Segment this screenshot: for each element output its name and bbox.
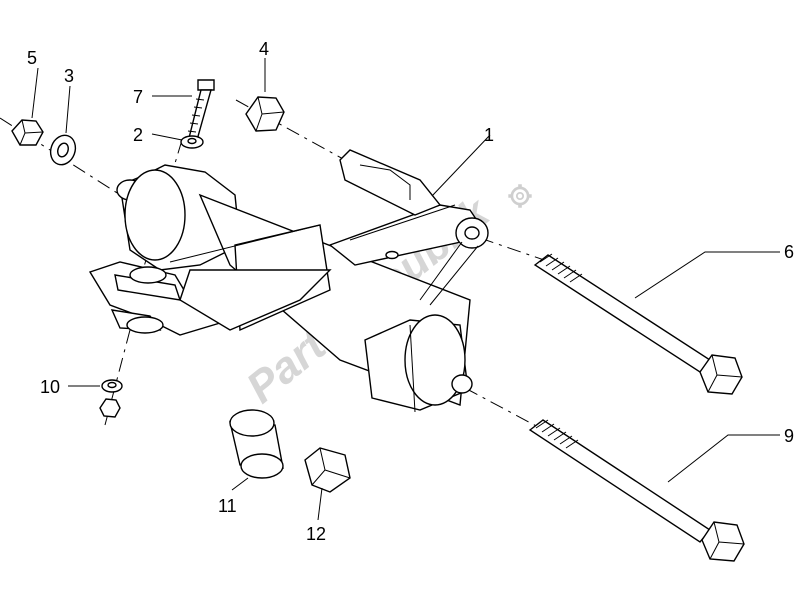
- part-7-bolt: [187, 79, 215, 141]
- callout-1: 1: [484, 125, 494, 145]
- part-2-washer: [180, 135, 204, 149]
- part-4-nut: [245, 96, 285, 132]
- callout-6: 6: [784, 242, 794, 262]
- callout-11: 11: [218, 496, 237, 516]
- part-6-bolt: [533, 253, 743, 395]
- callout-9: 9: [784, 426, 794, 446]
- part-12-clip: [304, 447, 351, 493]
- callout-2: 2: [133, 125, 143, 145]
- part-3-washer: [49, 134, 77, 166]
- part-9-bolt: [528, 419, 745, 562]
- part-10-washer-nut: [99, 379, 123, 418]
- callout-labels: 5 3 4 7 2 1 6 9 10 11 12: [27, 39, 794, 544]
- callout-12: 12: [306, 524, 326, 544]
- callout-5: 5: [27, 48, 37, 68]
- part-5-nut: [11, 119, 44, 146]
- callout-7: 7: [133, 87, 143, 107]
- part-11-bushing: [229, 409, 284, 479]
- callout-3: 3: [64, 66, 74, 86]
- gear-icon: [508, 184, 532, 208]
- callout-10: 10: [40, 377, 60, 397]
- part-1-swing-arm: [88, 149, 489, 413]
- callout-4: 4: [259, 39, 269, 59]
- leader-lines: [31, 58, 780, 521]
